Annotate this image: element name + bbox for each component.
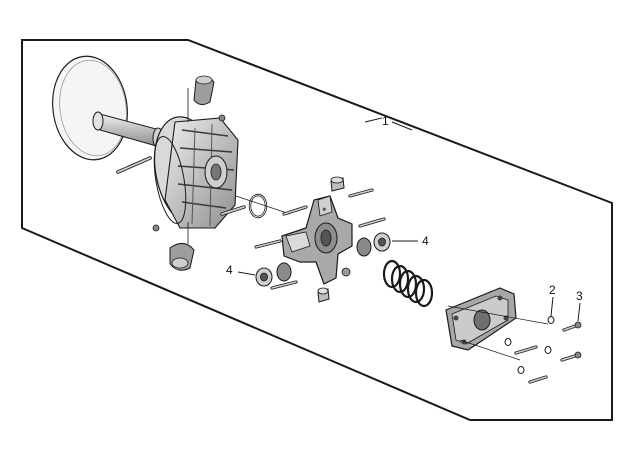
yoke-bolt-upper	[282, 205, 308, 216]
cover-plate	[445, 287, 517, 351]
callout-roller-right: 4	[422, 234, 429, 248]
screw-upper	[562, 321, 582, 332]
screw-lower-2	[528, 375, 548, 384]
compression-spring	[382, 259, 434, 308]
sheave-pin-right	[220, 205, 246, 216]
screw-axis-line-2	[459, 339, 521, 361]
slider-block-bottom	[169, 243, 195, 271]
yoke-bolt-top-right	[348, 188, 374, 198]
fixed-sheave	[52, 55, 128, 161]
yoke-bolt-lower	[254, 239, 282, 249]
yoke-bolt-bottom	[270, 280, 298, 290]
yoke-bolt-mid-right	[358, 217, 386, 228]
sheave-screw-top	[218, 114, 226, 122]
yoke-side-part	[341, 267, 351, 277]
screw-lower-1	[514, 345, 538, 355]
callout-screw: 3	[576, 289, 583, 303]
screw-mid	[560, 351, 582, 362]
roller-left	[255, 262, 292, 287]
leader-line-washer	[550, 296, 554, 317]
washer-lower-2	[517, 366, 525, 374]
center-axis-line	[235, 195, 291, 215]
assembly-boundary	[21, 39, 613, 421]
washer-mid	[544, 346, 552, 354]
spider-yoke: ❖	[281, 195, 353, 285]
sheave-pin	[116, 156, 152, 174]
leader-line-assembly	[364, 117, 383, 123]
callout-roller-left: 4	[226, 263, 233, 277]
washer-upper	[547, 316, 555, 324]
sheave-screw-bottom	[152, 224, 160, 232]
leader-line-assembly-2	[391, 121, 413, 131]
svg-text:❖: ❖	[322, 207, 327, 213]
leader-line-roller-left	[237, 271, 256, 276]
callout-assembly: 1	[382, 114, 389, 128]
moving-sheave	[153, 116, 239, 229]
callout-washer: 2	[549, 283, 556, 297]
washer-lower-1	[504, 338, 512, 346]
roller-right	[356, 232, 391, 257]
slider-block-top	[193, 75, 215, 106]
screw-axis-line-1	[447, 305, 549, 325]
yoke-bushing-bottom	[317, 287, 330, 303]
leader-line-screw	[577, 302, 581, 322]
yoke-bushing-top	[330, 176, 345, 192]
o-ring	[248, 193, 268, 219]
